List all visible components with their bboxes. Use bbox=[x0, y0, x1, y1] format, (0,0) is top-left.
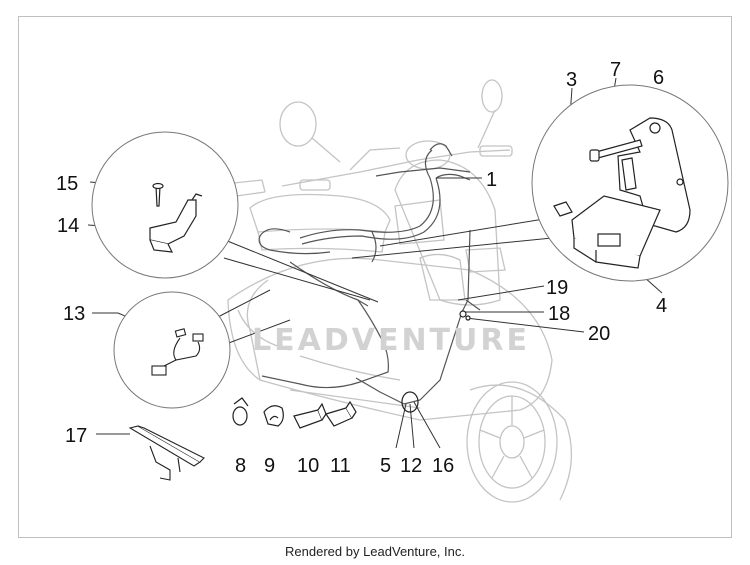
callout-15: 15 bbox=[56, 173, 78, 195]
callout-11: 11 bbox=[330, 455, 351, 477]
callout-10: 10 bbox=[297, 455, 319, 477]
footer-credit: Rendered by LeadVenture, Inc. bbox=[285, 544, 465, 559]
callout-13: 13 bbox=[63, 303, 85, 325]
callout-17: 17 bbox=[65, 425, 87, 447]
callout-19: 19 bbox=[546, 277, 568, 299]
detail-circle-bracket bbox=[91, 131, 239, 279]
callout-4: 4 bbox=[656, 295, 667, 317]
part-8-clip bbox=[232, 397, 249, 426]
connector-detail bbox=[151, 328, 204, 376]
small-parts bbox=[232, 310, 471, 429]
bracket-detail bbox=[149, 182, 203, 253]
callout-9: 9 bbox=[264, 455, 275, 477]
callout-3: 3 bbox=[566, 69, 577, 91]
callouts: 1 3 4 5 6 7 8 9 10 11 12 13 14 15 16 17 … bbox=[56, 59, 667, 477]
callout-1: 1 bbox=[486, 169, 497, 191]
callout-14: 14 bbox=[57, 215, 79, 237]
part-17-bracket bbox=[128, 425, 205, 481]
wiring-harness bbox=[258, 143, 481, 405]
detail-circle-connector bbox=[113, 291, 231, 409]
part-9-clamp bbox=[263, 405, 284, 427]
part-11-holder bbox=[325, 400, 357, 427]
part-10-holder bbox=[293, 402, 327, 429]
callout-12: 12 bbox=[400, 455, 422, 477]
watermark: LEADVENTURE bbox=[252, 323, 530, 358]
part-18-20-fastener bbox=[459, 310, 471, 321]
part-5-12-16-grommet bbox=[401, 391, 419, 413]
callout-18: 18 bbox=[548, 303, 570, 325]
fuse bbox=[553, 201, 573, 217]
callout-8: 8 bbox=[235, 455, 246, 477]
ecu-detail bbox=[553, 117, 691, 269]
callout-7: 7 bbox=[610, 59, 621, 81]
support-bracket bbox=[149, 199, 197, 245]
diagram-frame bbox=[18, 16, 732, 538]
scooter-outline bbox=[204, 79, 573, 503]
callout-16: 16 bbox=[432, 455, 454, 477]
callout-5: 5 bbox=[380, 455, 391, 477]
callout-20: 20 bbox=[588, 323, 610, 345]
callout-6: 6 bbox=[653, 67, 664, 89]
